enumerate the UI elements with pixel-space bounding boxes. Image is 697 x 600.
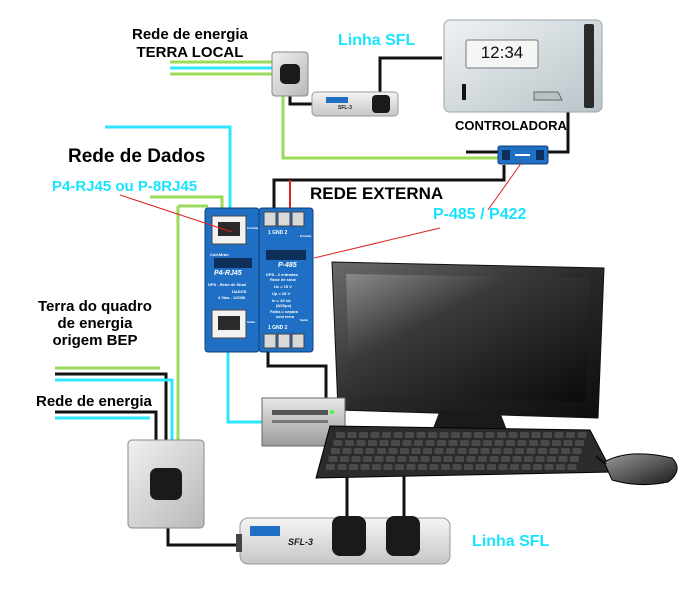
wires [55,56,570,547]
p485-term-bottom: 1 GND 2 [268,325,288,331]
label-terra-quadro-text: Terra do quadro de energia origem BEP [38,298,152,349]
p485-side-top: Entrada [300,234,312,238]
label-p485-p422: P-485 / P422 [433,206,527,223]
mouse [595,453,678,486]
p4-side-top: Entrada [247,226,259,230]
label-terra-quadro: Terra do quadro de energia origem BEP [38,298,152,349]
label-controladora: CONTROLADORA [455,118,567,133]
p485-falha1: Falha = separa [270,309,298,314]
p485-name: P-485 [278,262,297,269]
p485-small-module [497,145,549,165]
controller-clock: 12:34 [480,43,524,62]
label-p4-rj45: P4-RJ45 ou P-8RJ45 [52,178,198,195]
sfl3-small-label: SFL-3 [338,105,352,111]
label-linha-sfl-top: Linha SFL [338,32,416,49]
label-rede-de-dados: Rede de Dados [68,146,206,167]
label-rede-de-energia: Rede de energia [36,393,152,410]
label-rede-energia-terra-local: Rede de energia TERRA LOCAL [132,26,248,62]
label-rede-externa: REDE EXTERNA [310,184,444,203]
monitor [331,261,605,438]
p485-term-top: 1 GND 2 [268,230,288,236]
p4-side-bottom: Saída [247,320,256,324]
p485-uc: Uc = 15 V [274,284,292,289]
wall-outlet [127,439,205,529]
p4-model: Cód.Mrdo [210,252,229,257]
label-linha-sfl-bottom: Linha SFL [472,533,550,550]
keyboard [315,425,613,479]
p485-line2: Rede de sinal [270,277,296,282]
p485-in: In = 20 kA [272,298,291,303]
p485-line1: DPS - 2 entradas [266,272,298,277]
sfl3-large-label: SFL-3 [288,537,314,547]
p485-module [258,207,314,353]
sfl3-small-strip [311,91,399,117]
p485-up: Up = 28 V [272,291,291,296]
label-rede-energia-terra-local-text: Rede de energia TERRA LOCAL [132,26,248,61]
controller-device [443,19,603,113]
p485-in-sub: (8/20μs) [276,303,292,308]
sfl3-large-strip [236,516,451,565]
p4-rj45-dados: DADOS [232,289,247,294]
p485-falha2: sem terra [276,314,295,319]
p4-rj45-name: P4-RJ45 [214,270,242,277]
p4-rj45-sub: DPS - Rede de Sinal [208,282,247,287]
p4-rj45-vias: 4 Vias - 1/2/3/6 [218,295,246,300]
callout-lines [119,161,523,259]
p4-rj45-module [204,207,260,353]
pc-case [261,397,346,447]
terra-local-outlet [271,51,309,97]
p485-side-bottom: Saída [300,318,309,322]
